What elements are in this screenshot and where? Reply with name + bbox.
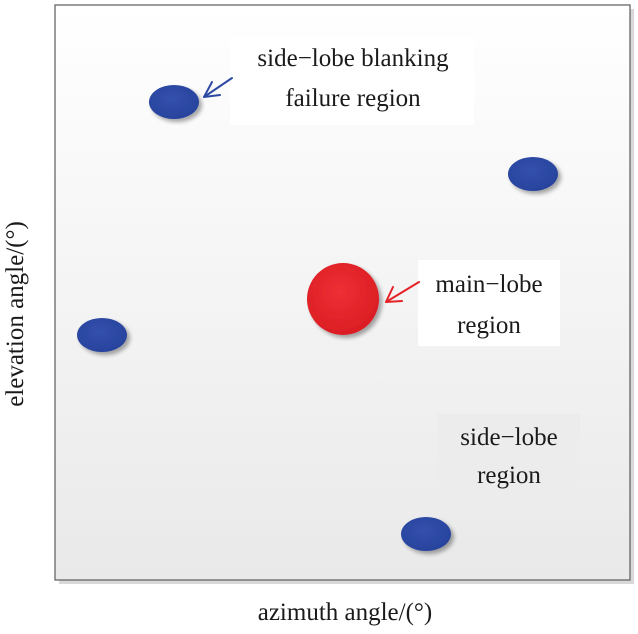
blanking-arrow xyxy=(203,77,233,98)
x-axis-label: azimuth angle/(°) xyxy=(258,599,433,626)
y-axis-label: elevation angle/(°) xyxy=(2,221,29,407)
main-lobe-arrow xyxy=(385,281,420,303)
blanking-label-line2: failure region xyxy=(285,85,421,112)
blanking-label-box xyxy=(230,37,474,125)
main-lobe-label-box xyxy=(418,260,560,346)
main-lobe-label-line1: main−lobe xyxy=(435,271,542,298)
main-lobe-region xyxy=(307,263,379,335)
side-lobe-label-line2: region xyxy=(477,462,541,489)
blanking-failure-region-1 xyxy=(149,85,199,119)
side-lobe-label-box xyxy=(437,414,580,492)
side-lobe-label-line1: side−lobe xyxy=(460,424,557,451)
main-lobe-label-line2: region xyxy=(457,312,521,339)
blanking-failure-region-3 xyxy=(77,318,127,352)
blanking-failure-region-2 xyxy=(508,157,558,191)
blanking-failure-region-4 xyxy=(401,517,451,551)
blanking-label-line1: side−lobe blanking xyxy=(257,45,449,72)
